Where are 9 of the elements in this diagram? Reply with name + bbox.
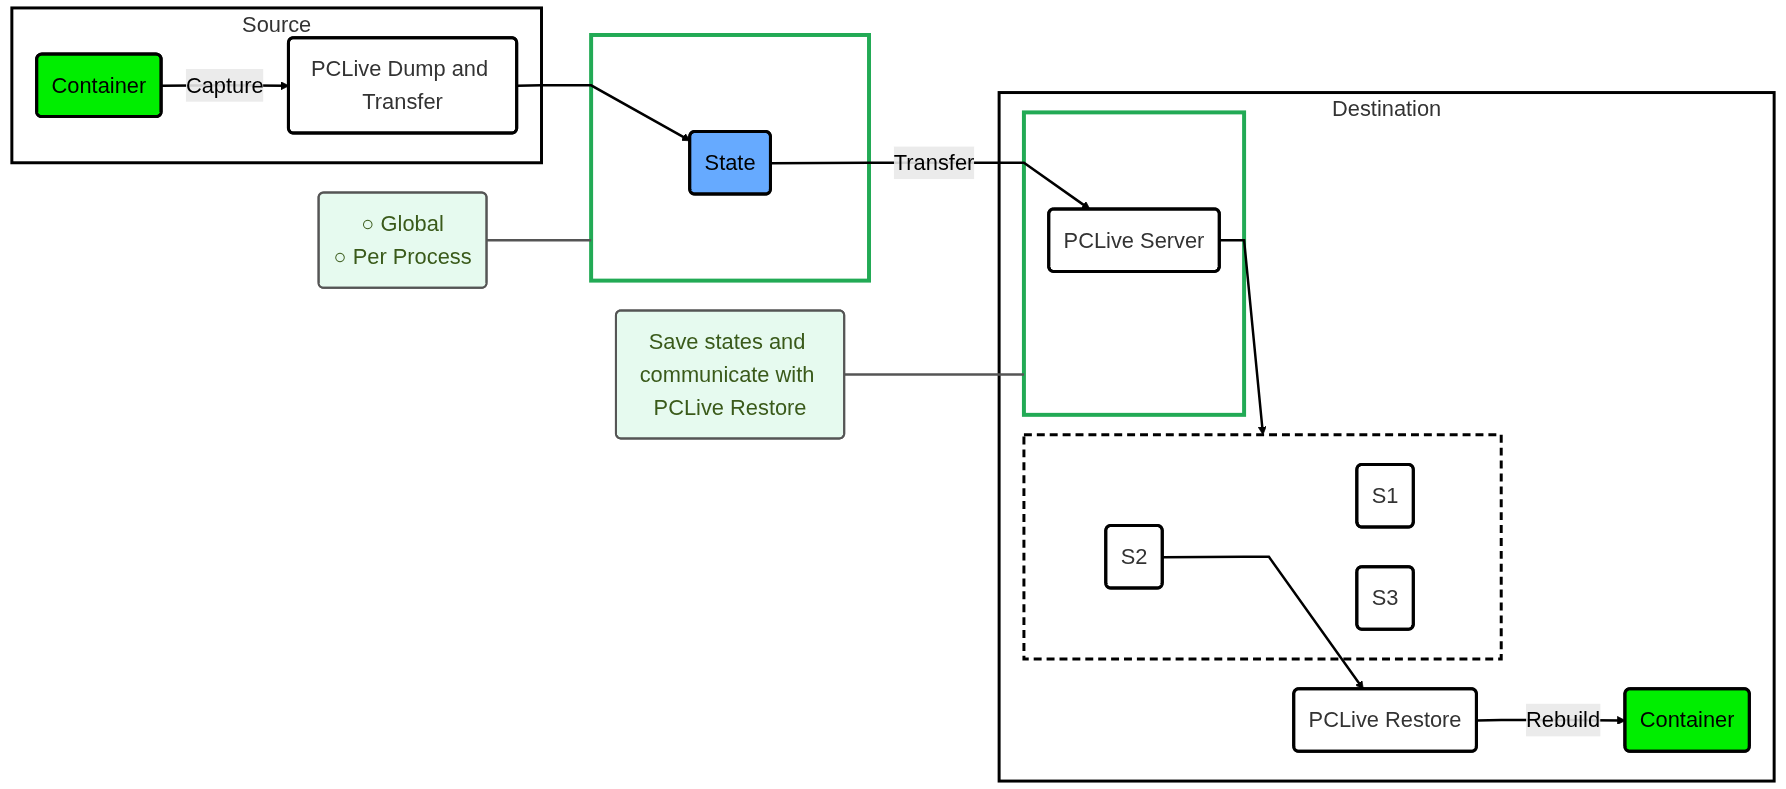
cluster [589, 33, 871, 283]
cluster [1021, 110, 1247, 417]
edge-label: Capture [185, 72, 264, 98]
arrow [1219, 238, 1267, 436]
connector [486, 238, 592, 242]
connector [844, 373, 1024, 376]
cluster [1022, 433, 1503, 661]
edge-label: Rebuild [1526, 707, 1601, 733]
edge-label: Transfer [893, 150, 975, 176]
